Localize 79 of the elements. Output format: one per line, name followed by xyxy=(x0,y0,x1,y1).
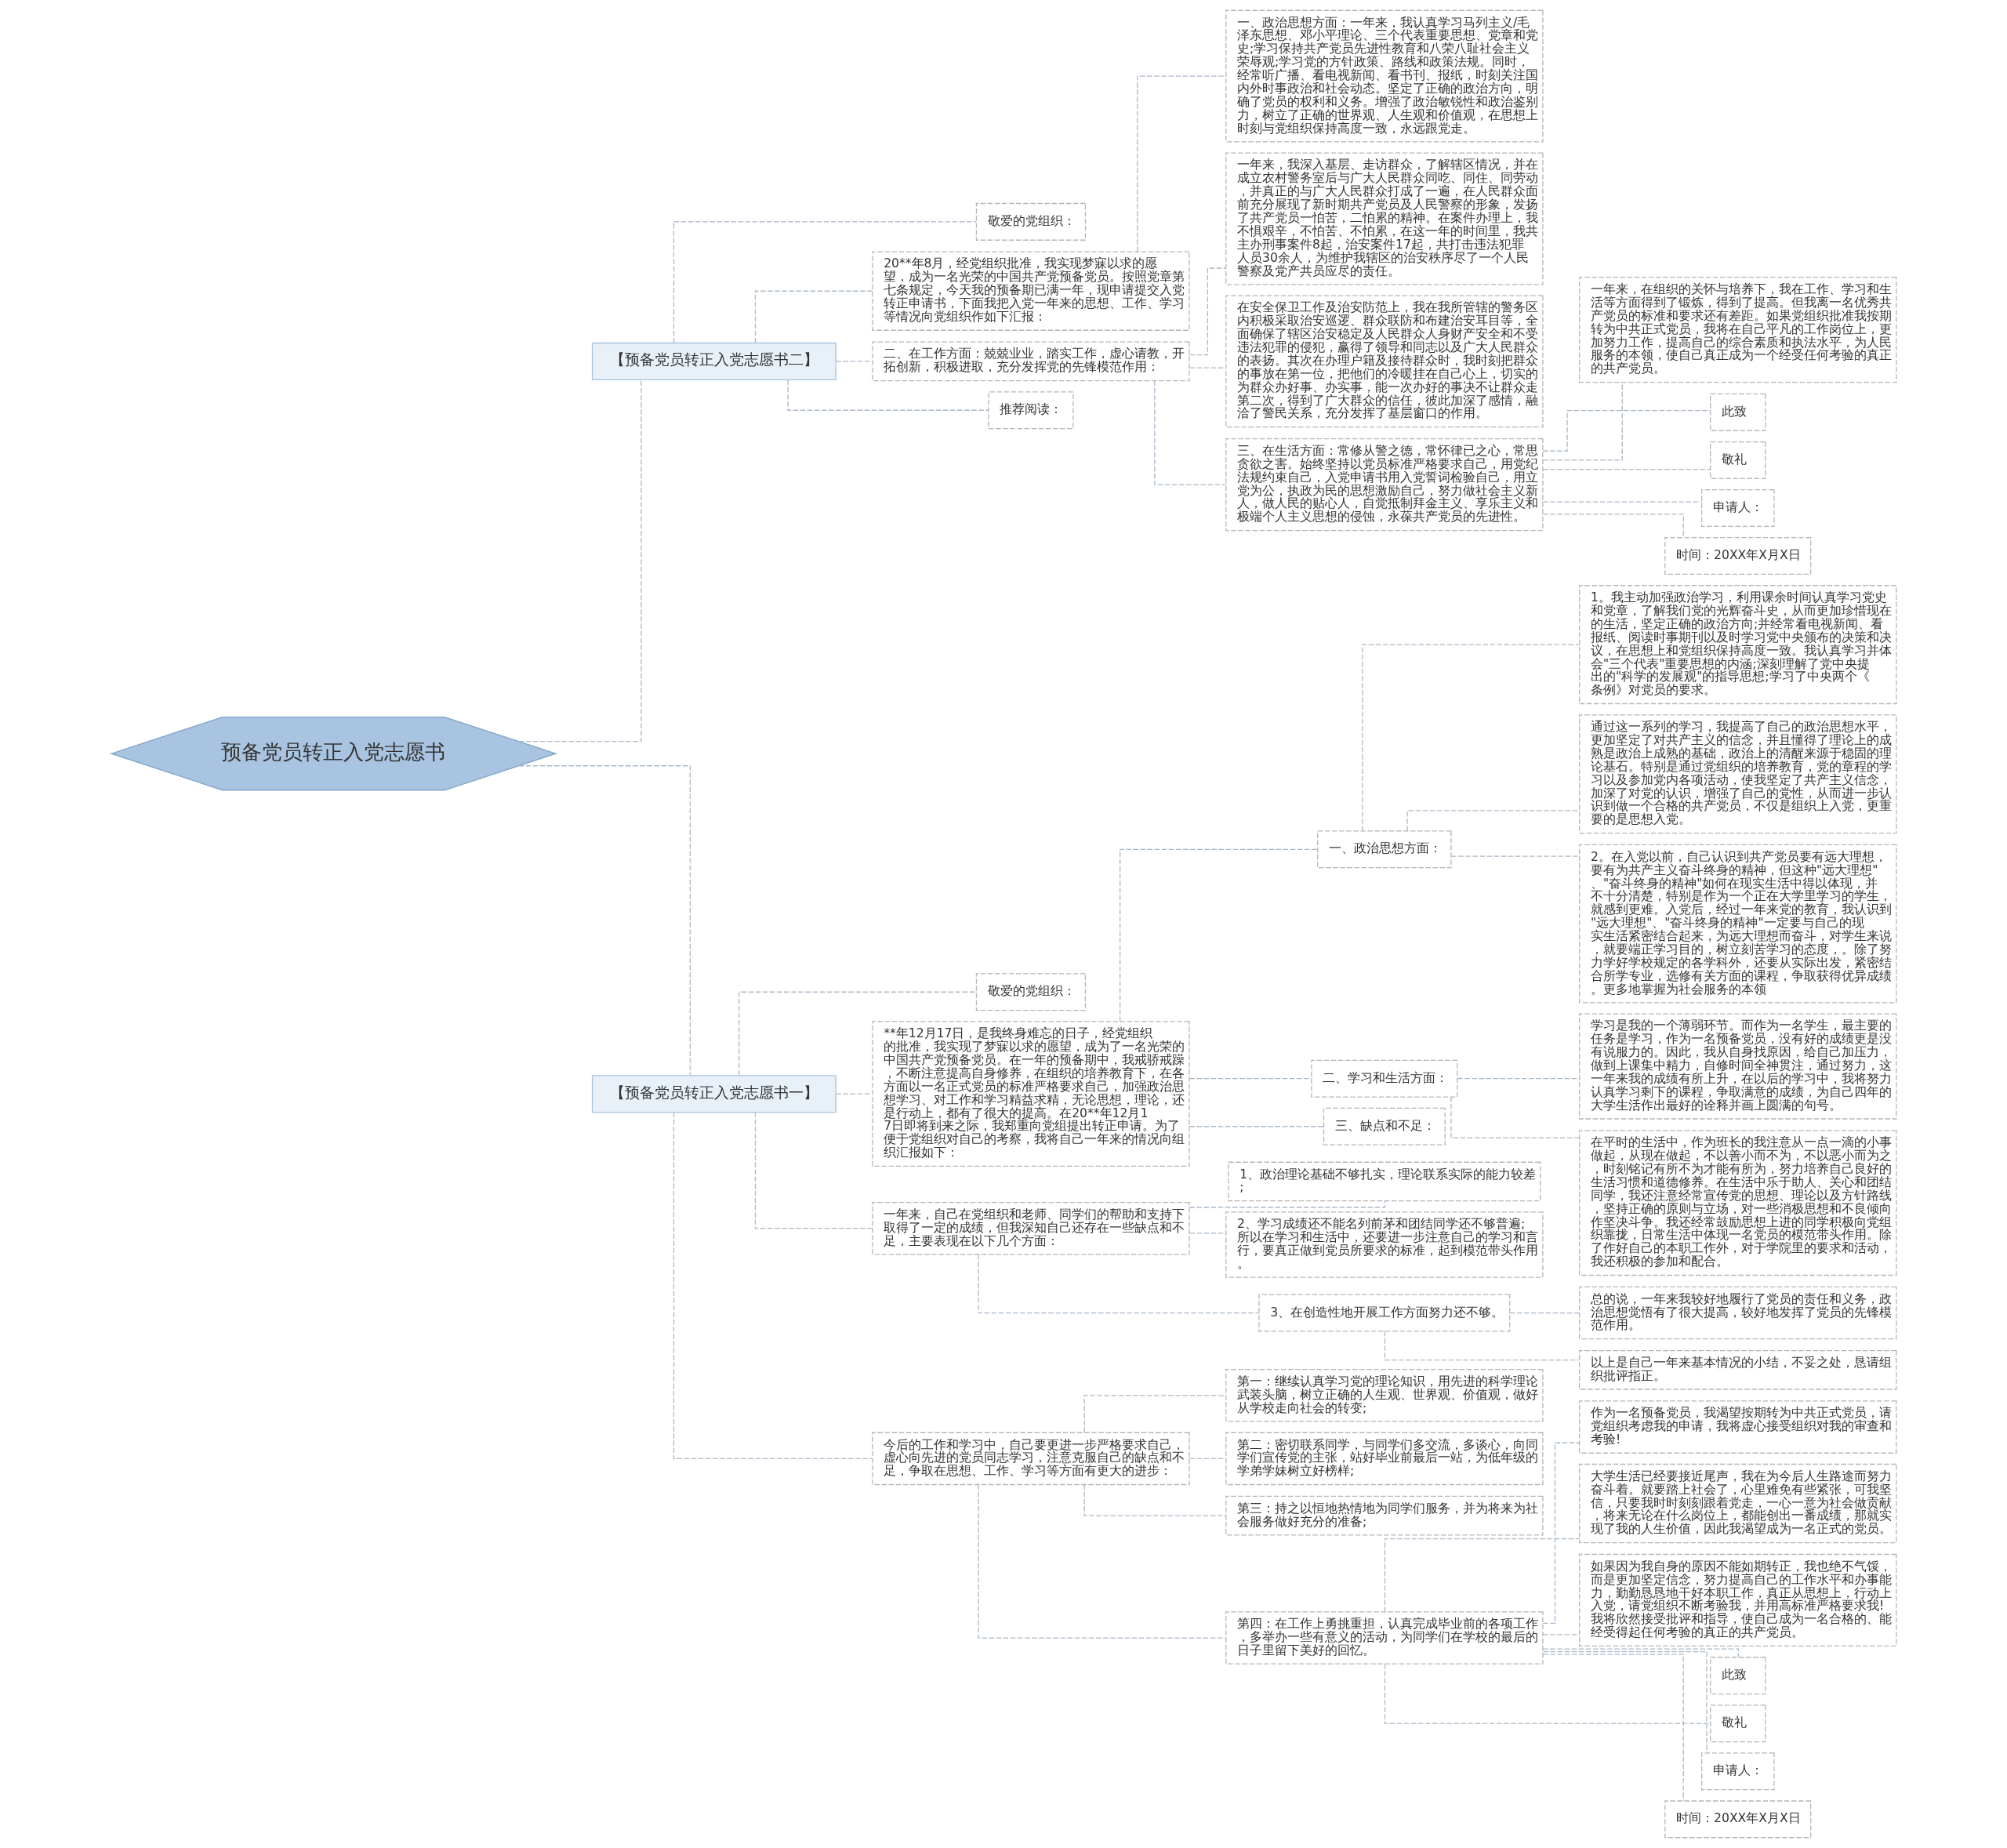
connector xyxy=(977,1254,1260,1314)
node-box: 时间：20XX年X月X日 xyxy=(1664,537,1811,575)
node-box: 此致 xyxy=(1709,1657,1766,1695)
node-box: 通过这一系列的学习，我提高了自己的政治思想水平，更加坚定了对共产主义的信念，并且懂得了理论上的成熟是政治上成熟的基础，政治上的清醒来源于稳固的理论基石。特别是通过党组织的培养教育，党的章程的学习以及参加党内各项活动，使我坚定了共产主义信念，加深了对党的认识，增强了自己的党性，从而进一步认识到做一个合格的共产党员，不仅是组织上入党，更重要的是思想入党。 xyxy=(1578,714,1896,834)
connector xyxy=(1508,1312,1580,1314)
node-box: 申请人： xyxy=(1700,488,1774,528)
node-box: 第二：密切联系同学，与同学们多交流，多谈心，向同学们宣传党的主张，站好毕业前最后一站，为低年级的学弟学妹树立好榜样; xyxy=(1225,1432,1544,1486)
node-box: 一年来，自己在党组织和老师、同学们的帮助和支持下取得了一定的成绩，但我深知自己还存在一些缺点和不足，主要表现在以下几个方面： xyxy=(871,1201,1190,1255)
node-box: 一、政治思想方面： xyxy=(1316,830,1452,869)
connector xyxy=(1450,855,1580,857)
connector xyxy=(1361,644,1580,832)
node-box: 【预备党员转正入党志愿书二】 xyxy=(591,342,837,380)
connector xyxy=(1384,1538,1580,1613)
node-box: 推荐阅读： xyxy=(987,391,1073,430)
node-box: 大学生活已经要接近尾声，我在为今后人生路途而努力奋斗着。就要踏上社会了，心里难免有些紧张，可我坚信，只要我时时刻刻跟着党走，一心一意为社会做贡献，将来无论在什么岗位上，都能创出一番成绩，那就实现了我的人生价值，因此我渴望成为一名正式的党员。 xyxy=(1578,1463,1896,1544)
node-box: 第四：在工作上勇挑重担，认真完成毕业前的各项工作，多举办一些有意义的活动，为同学们在学校的最后的日子里留下美好的回忆。 xyxy=(1225,1611,1544,1665)
connector xyxy=(1542,469,1711,470)
connector xyxy=(1384,1331,1580,1361)
connector xyxy=(1542,1654,1684,1802)
connector xyxy=(1136,75,1226,252)
connector xyxy=(835,1093,873,1095)
connector xyxy=(673,1112,873,1459)
connector xyxy=(1542,1442,1580,1625)
node-box: 如果因为我自身的原因不能如期转正，我也绝不气馁，而是更加坚定信念，努力提高自己的工作水平和办事能力，勤勤恳恳地干好本职工作，真正从思想上，行动上入党，请党组织不断考验我，并用高标准严格要求我!我将欣然接受批评和指导，使自己成为一名合格的、能经受得起任何考验的真正的共产党员。 xyxy=(1578,1553,1896,1647)
node-box: 第三：持之以恒地热情地为同学们服务，并为将来为社会服务做好充分的准备; xyxy=(1225,1495,1544,1536)
node-box: 总的说，一年来我较好地履行了党员的责任和义务，政治思想觉悟有了很大提高，较好地发挥了党员的先锋模范作用。 xyxy=(1578,1286,1896,1340)
connector xyxy=(786,379,989,411)
connector xyxy=(1083,1484,1226,1516)
connector xyxy=(1541,409,1711,452)
connector xyxy=(1542,382,1623,461)
node-box: 第一：继续认真学习党的理论知识，用先进的科学理论武装头脑，树立正确的人生观、世界观、价值观，做好从学校走向社会的转变; xyxy=(1225,1369,1544,1422)
connector xyxy=(1542,1648,1739,1658)
connector xyxy=(754,1112,873,1229)
node-box: 2、学习成绩还不能名列前茅和团结同学还不够普遍;所以在学习和生活中，还要进一步注意自己的学习和言行，要真正做到党员所要求的标准，起到模范带头作用。 xyxy=(1225,1211,1544,1278)
connector xyxy=(673,221,977,343)
node-box: 三、在生活方面：常修从警之德，常怀律已之心，常思贪欲之害。始终坚持以党员标准严格要求自己，用党纪法规约束自己，入党申请书用入党誓词检验自己，用立党为公，执政为民的思想激励自己，努力做社会主义新人，做人民的贴心人，自觉抵制拜金主义、享乐主义和极端个人主义思想的侵蚀，永葆共产党员的先进性。 xyxy=(1225,438,1544,532)
node-box: 今后的工作和学习中，自己要更进一步严格要求自己，虚心向先进的党员同志学习，注意克服自己的缺点和不足，争取在思想、工作、学习等方面有更大的进步： xyxy=(871,1432,1190,1486)
node-box: 二、学习和生活方面： xyxy=(1310,1059,1457,1098)
node-box: 1、政治理论基础不够扎实，理论联系实际的能力较差; xyxy=(1227,1161,1541,1202)
connector xyxy=(1542,1650,1708,1754)
connector xyxy=(1083,1395,1226,1433)
node-box: 申请人： xyxy=(1700,1752,1774,1791)
node-box: 2。在入党以前，自己认识到共产党员要有远大理想，要有为共产主义奋斗终身的精神，但这种"远大理想"、"奋斗终身的精神"如何在现实生活中得以体现，并不十分清楚，特别是作为一个正在大学里学习的学生，就感到更难。入党后，经过一年来党的教育，我认识到"远大理想"、"奋斗终身的精神"一定要与自己的现实生活紧密结合起来，为远大理想而奋斗，对学生来说，就要端正学习目的，树立刻苦学习的态度，。除了努力学好学校规定的各学科外，还要从实际出发，紧密结合所学专业，选修有关方面的课程，争取获得优异成绩。更多地掌握为社会服务的本领 xyxy=(1578,844,1896,1004)
connector xyxy=(1153,380,1226,485)
node-box: 敬爱的党组织： xyxy=(975,973,1086,1011)
connector xyxy=(835,361,873,362)
connector xyxy=(738,991,977,1076)
node-box: 1。我主动加强政治学习，利用课余时间认真学习党史和党章，了解我们党的光辉奋斗史，从而更加珍惜现在的生活，坚定正确的政治方向;并经常看电视新闻、看报纸、阅读时事期刊以及时学习党中央颁布的决策和决议，在思想上和党组织保持高度一致。我认真学习并体会"三个代表"重要思想的内涵;深刻理解了党中央提出的"科学的发展观"的指导思想;学习了中央两个《条例》对党员的要求。 xyxy=(1578,585,1896,705)
node-box: 3、在创造性地开展工作方面努力还不够。 xyxy=(1258,1294,1510,1332)
connector xyxy=(517,765,691,1076)
node-box: 此致 xyxy=(1709,393,1766,431)
node-box: 敬爱的党组织： xyxy=(975,202,1086,241)
node-box: 敬礼 xyxy=(1709,1705,1766,1743)
connector xyxy=(754,290,873,343)
connector xyxy=(977,1484,1226,1639)
node-box: 在安全保卫工作及治安防范上，我在我所管辖的警务区内积极采取治安巡逻、群众联防和布建治安耳目等，全面确保了辖区治安稳定及人民群众人身财产安全和不受违法犯罪的侵犯，赢得了领导和同志以及广大人民群众的表扬。其次在办理户籍及接待群众时，我时刻把群众的事放在第一位，把他们的冷暖挂在自己心上，切实的为群众办好事、办实事，能一次办好的事决不让群众走第二次，得到了广大群众的信任，彼此加深了感情，融洽了警民关系，充分发挥了基层窗口的作用。 xyxy=(1225,295,1544,428)
node-box: 【预备党员转正入党志愿书一】 xyxy=(591,1075,837,1113)
node-box: 二、在工作方面：兢兢业业，踏实工作，虚心请教，开拓创新，积极进取，充分发挥党的先锋模范作用： xyxy=(871,341,1190,382)
node-box: 一、政治思想方面：一年来，我认真学习马列主义/毛泽东思想、邓小平理论、三个代表重要思想、党章和党史;学习保持共产党员先进性教育和八荣八耻社会主义荣辱观;学习党的方针政策、路线和政策法规。同时，经常听广播、看电视新闻、看书刊、报纸，时刻关注国内外时事政治和社会动态。坚定了正确的政治方向，明确了党员的权利和义务。增强了政治敏锐性和政治鉴别力，树立了正确的世界观、人生观和价值观，在思想上时刻与党组织保持高度一致，永远跟党走。 xyxy=(1225,9,1544,143)
connector xyxy=(1188,267,1226,356)
node-box: 敬礼 xyxy=(1709,441,1766,479)
node-box: 一年来，在组织的关怀与培养下，我在工作、学习和生活等方面得到了锻炼，得到了提高。但我离一名优秀共产党员的标准和要求还有差距。如果党组织批准我按期转为中共正式党员，我将在自己平凡的工作岗位上，更加努力工作，提高自己的综合素质和执法水平，为人民服务的本领，使自己真正成为一个经受任何考验的真正的共产党员。 xyxy=(1578,277,1896,383)
connector xyxy=(1189,1126,1324,1127)
node-box: 20**年8月，经党组织批准，我实现梦寐以求的愿望，成为一名光荣的中国共产党预备党员。按照党章第七条规定，今天我的预备期已满一年，现申请提交入党转正申请书，下面我把入党一年来的思想、工作、学习等情况向党组织作如下汇报： xyxy=(871,251,1190,331)
connector xyxy=(1542,501,1702,503)
connector xyxy=(1384,1663,1711,1724)
node-box: 一年来，我深入基层、走访群众，了解辖区情况，并在成立农村警务室后与广大人民群众同吃、同住、同劳动，并真正的与广大人民群众打成了一遍，在人民群众面前充分展现了新时期共产党员及人民警察的形象，发扬了共产党员一怕苦，二怕累的精神。在案件办理上，我不惧艰辛，不怕苦、不怕累，在这一年的时间里，我共主办刑事案件8起，治安案件17起，共打击违法犯罪人员30余人，为维护我辖区的治安秩序尽了一个人民警察及党产共员应尽的责任。 xyxy=(1225,152,1544,285)
connector xyxy=(1189,1078,1312,1080)
node-box: 三、缺点和不足： xyxy=(1323,1107,1446,1145)
node-box: 学习是我的一个薄弱环节。而作为一名学生，最主要的任务是学习，作为一名预备党员，没有好的成绩更是没有说服力的。因此，我从自身找原因，给自己加压力，做到上课集中精力，自修时间全神贯注，通过努力，这一年来我的成绩有所上升，在以后的学习中，我将努力认真学习剩下的课程，争取满意的成绩，为自己四年的大学生活作出最好的诠释并画上圆满的句号。 xyxy=(1578,1013,1896,1120)
connector xyxy=(517,379,642,742)
connector xyxy=(1450,1096,1580,1138)
node-box: 作为一名预备党员，我渴望按期转为中共正式党员，请党组织考虑我的申请，我将虚心接受组织对我的审查和考验! xyxy=(1578,1400,1896,1454)
node-box: 时间：20XX年X月X日 xyxy=(1664,1800,1811,1839)
connector xyxy=(1457,1078,1580,1080)
node-box: 以上是自己一年来基本情况的小结，不妥之处，恳请组织批评指正。 xyxy=(1578,1350,1896,1390)
connector xyxy=(1119,848,1318,1022)
node-box: 在平时的生活中，作为班长的我注意从一点一滴的小事做起，从现在做起，不以善小而不为，不以恶小而为之，时刻铭记有所不为才能有所为，努力培养自己良好的生活习惯和道德修养。在生活中乐于助人、关心和团结同学，我还注意经常宣传党的思想、理论以及方针路线，坚持正确的原则与立场，对一些消极思想和不良倾向作坚决斗争。我还经常鼓励思想上进的同学积极向党组织靠拢，日常生活中体现一名党员的模范带头作用。除了作好自己的本职工作外，对于学院里的要求和活动，我还积极的参加和配合。 xyxy=(1578,1130,1896,1276)
node-box: **年12月17日，是我终身难忘的日子，经党组织的批准，我实现了梦寐以求的愿望，成为了一名光荣的中国共产党预备党员。在一年的预备期中，我戒骄戒躁，不断注意提高自身修养，在组织的培养教育下，在各方面以一名正式党员的标准严格要求自己，加强政治思想学习、对工作和学习精益求精，无论思想，理论，还是行动上，都有了很大的提高。在20**年12月17日即将到来之际，我郑重向党组提出转正申请。为了便于党组织对自己的考察，我将自己一年来的情况向组织汇报如下： xyxy=(871,1021,1190,1167)
